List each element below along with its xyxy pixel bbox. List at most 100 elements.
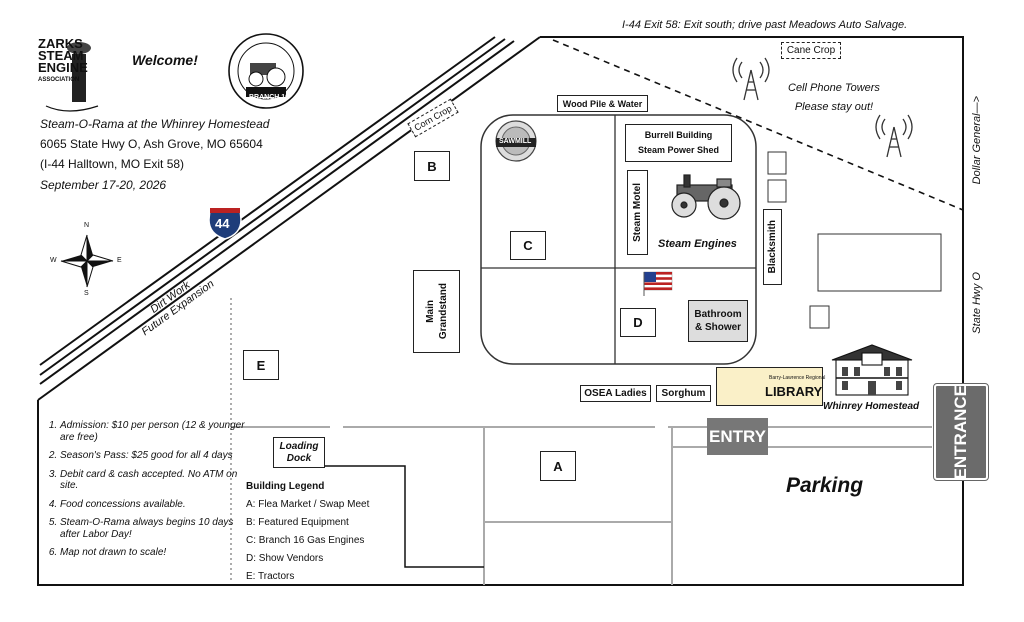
compass-w: W <box>50 257 57 264</box>
steam-motel-text: Steam Motel <box>632 183 643 242</box>
legend-title: Building Legend <box>246 481 325 492</box>
blacksmith-building[interactable]: Blacksmith <box>763 209 782 285</box>
legend-item: E: Tractors <box>246 571 295 582</box>
sawmill-label: SAWMILL <box>499 138 532 145</box>
branch16-logo-icon <box>228 33 304 109</box>
compass-rose-icon <box>60 234 114 288</box>
burrell-building[interactable]: Burrell Building Steam Power Shed <box>625 124 732 162</box>
small-shed-1 <box>767 151 787 175</box>
event-exit: (I-44 Halltown, MO Exit 58) <box>40 157 185 171</box>
association-line4: ASSOCIATION <box>38 77 80 83</box>
loading-dock-building[interactable]: Loading Dock <box>273 437 325 468</box>
race-track <box>480 114 757 365</box>
legend-item: A: Flea Market / Swap Meet <box>246 499 370 510</box>
walkways <box>231 426 932 585</box>
sorghum-text: Sorghum <box>661 388 706 399</box>
event-name: Steam-O-Rama at the Whinrey Homestead <box>40 117 270 131</box>
association-logo-icon <box>45 42 99 112</box>
legend-item: C: Branch 16 Gas Engines <box>246 535 365 546</box>
zone-b[interactable]: B <box>414 151 450 181</box>
welcome-text: Welcome! <box>132 52 198 68</box>
steam-engine-icon <box>671 174 741 220</box>
rule-item: Admission: $10 per person (12 & younger … <box>60 420 245 443</box>
wood-pile-building[interactable]: Wood Pile & Water <box>557 95 648 112</box>
zone-a[interactable]: A <box>540 451 576 481</box>
rule-item: Food concessions available. <box>60 499 245 511</box>
legend-item: D: Show Vendors <box>246 553 324 564</box>
bathroom-building[interactable]: Bathroom & Shower <box>688 300 748 342</box>
grandstand-line1: Main <box>424 300 436 323</box>
library-text: LIBRARY <box>765 384 823 399</box>
zone-b-text: B <box>427 158 437 174</box>
homestead-house-icon <box>831 344 913 396</box>
property-boundary <box>37 36 964 586</box>
legend-item: B: Featured Equipment <box>246 517 349 528</box>
main-grandstand-building[interactable]: Main Grandstand <box>413 270 460 353</box>
zone-a-text: A <box>553 458 563 474</box>
small-shed-2 <box>767 179 787 203</box>
compass-n: N <box>84 222 90 229</box>
library-building[interactable]: Barry-Lawrence Regional LIBRARY <box>716 367 826 406</box>
zone-d-text: D <box>633 315 643 330</box>
whinrey-homestead-label: Whinrey Homestead <box>823 401 920 412</box>
highway-line-3 <box>39 40 515 385</box>
entrance-text: ENTRANCE <box>951 384 970 480</box>
us-flag-icon <box>643 271 673 296</box>
zone-d[interactable]: D <box>620 308 656 337</box>
sorghum-building[interactable]: Sorghum <box>656 385 711 402</box>
bathroom-line1: Bathroom <box>694 309 742 320</box>
event-address: 6065 State Hwy O, Ash Grove, MO 65604 <box>40 137 263 151</box>
association-logo-text: ZARKS STEAM ENGINE ASSOCIATION <box>38 36 88 86</box>
property-diagonal <box>37 36 541 401</box>
grandstand-line2: Grandstand <box>437 283 449 340</box>
bathroom-line2: & Shower <box>694 322 742 333</box>
small-shed-3 <box>809 305 830 329</box>
steam-motel-building[interactable]: Steam Motel <box>627 170 648 255</box>
blacksmith-text: Blacksmith <box>767 220 778 274</box>
association-line3: ENGINE <box>38 60 88 75</box>
dollar-general-label: Dollar General—> <box>971 96 983 185</box>
loading-dock-path <box>315 465 484 568</box>
osea-ladies-building[interactable]: OSEA Ladies <box>580 385 651 402</box>
directions-text: I-44 Exit 58: Exit south; drive past Mea… <box>622 19 908 31</box>
highway-line-2 <box>39 38 506 376</box>
rule-item: Debit card & cash accepted. No ATM on si… <box>60 469 245 492</box>
highway-shield-number: 44 <box>215 216 230 231</box>
association-line1: ZARKS <box>38 36 83 51</box>
cell-towers-line1: Cell Phone Towers <box>788 82 880 94</box>
entry-sign: ENTRY <box>707 418 768 455</box>
highway-line-1 <box>39 36 496 366</box>
entrance-sign: ENTRANCE <box>933 383 989 481</box>
cell-tower-icon <box>732 57 913 158</box>
rule-item: Map not drawn to scale! <box>60 547 245 559</box>
parking-label: Parking <box>786 474 864 497</box>
zone-e[interactable]: E <box>243 350 279 380</box>
dashed-fence <box>552 39 964 211</box>
event-dates: September 17-20, 2026 <box>40 178 167 192</box>
burrell-line1: Burrell Building <box>644 130 713 140</box>
rules-list: Admission: $10 per person (12 & younger … <box>40 420 245 566</box>
zone-c-text: C <box>523 238 533 253</box>
rule-item: Season's Pass: $25 good for all 4 days <box>60 450 245 462</box>
library-small-text: Barry-Lawrence Regional <box>769 375 826 381</box>
building-legend: Building Legend A: Flea Market / Swap Me… <box>246 478 369 586</box>
entry-text: ENTRY <box>709 426 766 446</box>
cell-towers-text: Cell Phone Towers Please stay out! <box>788 79 880 117</box>
cane-crop-text: Cane Crop <box>786 45 836 56</box>
loading-line1: Loading <box>279 440 319 452</box>
large-building <box>817 233 942 292</box>
zone-c[interactable]: C <box>510 231 546 260</box>
zone-e-text: E <box>256 357 266 373</box>
compass-e: E <box>117 257 122 264</box>
cane-crop-label: Cane Crop <box>781 42 841 59</box>
loading-line2: Dock <box>286 452 312 464</box>
osea-ladies-text: OSEA Ladies <box>584 388 647 399</box>
burrell-line2: Steam Power Shed <box>637 145 720 155</box>
state-hwy-label: State Hwy O <box>971 272 983 334</box>
rule-item: Steam-O-Rama always begins 10 days after… <box>60 517 245 540</box>
steam-engines-label: Steam Engines <box>658 238 737 250</box>
wood-pile-text: Wood Pile & Water <box>562 98 643 109</box>
sawmill-badge-icon <box>495 120 537 162</box>
cell-towers-line2: Please stay out! <box>794 101 874 113</box>
